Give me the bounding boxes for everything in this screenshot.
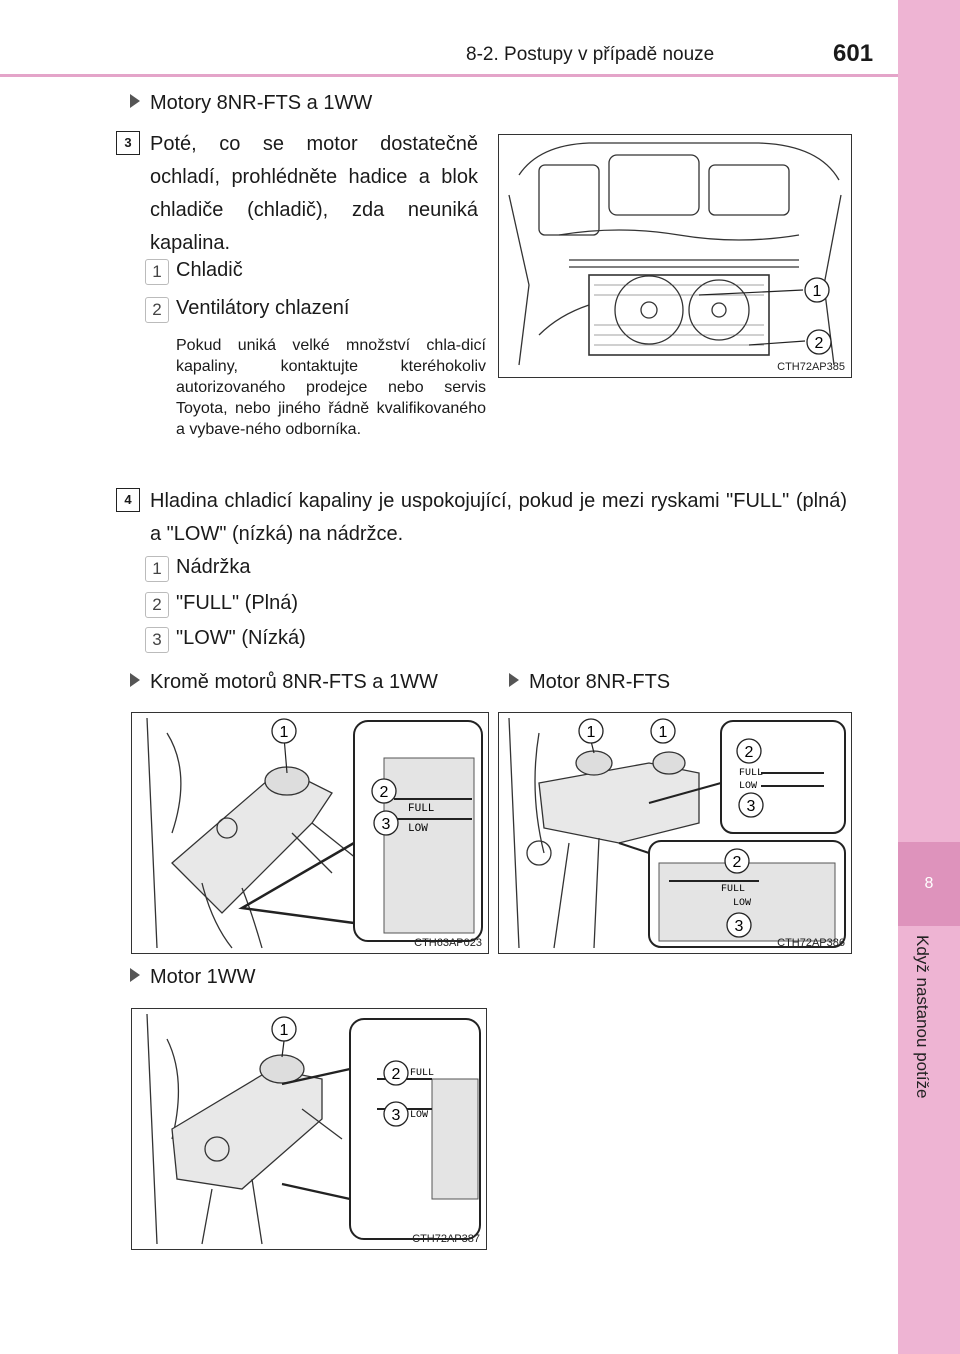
item-label: "LOW" (Nízká) <box>176 627 306 649</box>
full-mark-2: FULL <box>721 884 745 895</box>
item-number: 1 <box>145 556 169 582</box>
page-number: 601 <box>833 40 874 67</box>
callout-2: 2 <box>815 335 824 352</box>
step-3-text: Poté, co se motor dostatečně ochladí, pr… <box>150 133 478 254</box>
callout-1: 1 <box>813 283 822 300</box>
engine-bay-drawing: 1 2 <box>508 142 842 366</box>
bullet-engines-top: Motory 8NR-FTS a 1WW <box>130 92 372 115</box>
item-label: Ventilátory chlazení <box>176 297 350 319</box>
bullet-engine-8nr: Motor 8NR-FTS <box>509 671 670 694</box>
callout-2: 2 <box>745 744 754 761</box>
full-mark: FULL <box>410 1068 434 1079</box>
step-4-text: Hladina chladicí kapaliny je uspokojujíc… <box>150 490 847 545</box>
triangle-bullet-icon <box>509 673 519 687</box>
triangle-bullet-icon <box>130 673 140 687</box>
figure-code: CTH63AP023 <box>414 937 482 949</box>
callout-2: 2 <box>380 784 389 801</box>
bullet-except-engines: Kromě motorů 8NR-FTS a 1WW <box>130 671 438 694</box>
tank-figure-other: FULL LOW 1 2 3 CTH63AP023 <box>131 712 489 954</box>
callout-1: 1 <box>280 724 289 741</box>
coolant-tank-drawing: FULL LOW FULL LOW 1 1 2 3 2 3 <box>508 717 846 949</box>
callout-3: 3 <box>747 798 756 815</box>
low-mark: LOW <box>410 1110 428 1121</box>
bullet-text: Motor 1WW <box>150 966 256 988</box>
callout-3: 3 <box>392 1107 401 1124</box>
callout-1: 1 <box>587 724 596 741</box>
figure-code: CTH72AP387 <box>412 1233 480 1245</box>
item-label: "FULL" (Plná) <box>176 592 299 614</box>
callout-3: 3 <box>382 816 391 833</box>
bullet-engine-1ww: Motor 1WW <box>130 966 256 989</box>
coolant-tank-drawing: FULL LOW 1 2 3 <box>146 1013 481 1245</box>
item-label: Chladič <box>176 259 243 281</box>
low-mark: LOW <box>408 823 428 835</box>
chapter-sidebar <box>898 0 960 1354</box>
item-number: 2 <box>145 297 169 323</box>
low-mark-2: LOW <box>733 898 751 909</box>
section-title: 8-2. Postupy v případě nouze <box>466 44 715 65</box>
bullet-text: Motor 8NR-FTS <box>529 671 671 693</box>
full-mark: FULL <box>408 803 434 815</box>
item-number: 1 <box>145 259 169 285</box>
callout-2b: 2 <box>733 854 742 871</box>
item-number: 3 <box>145 627 169 653</box>
figure-code: CTH72AP385 <box>777 361 845 373</box>
bullet-text: Kromě motorů 8NR-FTS a 1WW <box>150 671 438 693</box>
step-3-note: Pokud uniká velké množství chla-dicí kap… <box>176 337 486 438</box>
callout-3b: 3 <box>735 918 744 935</box>
full-mark: FULL <box>739 768 763 779</box>
item-label: Nádržka <box>176 556 251 578</box>
triangle-bullet-icon <box>130 94 140 108</box>
tank-figure-1ww: FULL LOW 1 2 3 CTH72AP387 <box>131 1008 487 1250</box>
figure-code: CTH72AP386 <box>777 937 845 949</box>
step-3-badge: 3 <box>116 131 140 155</box>
triangle-bullet-icon <box>130 968 140 982</box>
bullet-text: Motory 8NR-FTS a 1WW <box>150 92 373 114</box>
chapter-number: 8 <box>898 842 960 926</box>
low-mark: LOW <box>739 781 757 792</box>
callout-1b: 1 <box>659 724 668 741</box>
header-rule <box>0 74 898 77</box>
callout-2: 2 <box>392 1066 401 1083</box>
item-number: 2 <box>145 592 169 618</box>
callout-1: 1 <box>280 1022 289 1039</box>
coolant-tank-drawing: FULL LOW 1 2 3 <box>146 717 483 949</box>
tank-figure-8nr: FULL LOW FULL LOW 1 1 2 3 2 3 CTH72AP386 <box>498 712 852 954</box>
radiator-figure: 1 2 CTH72AP385 <box>498 134 852 378</box>
step-4-badge: 4 <box>116 488 140 512</box>
chapter-title: Když nastanou potíže <box>913 935 932 1099</box>
